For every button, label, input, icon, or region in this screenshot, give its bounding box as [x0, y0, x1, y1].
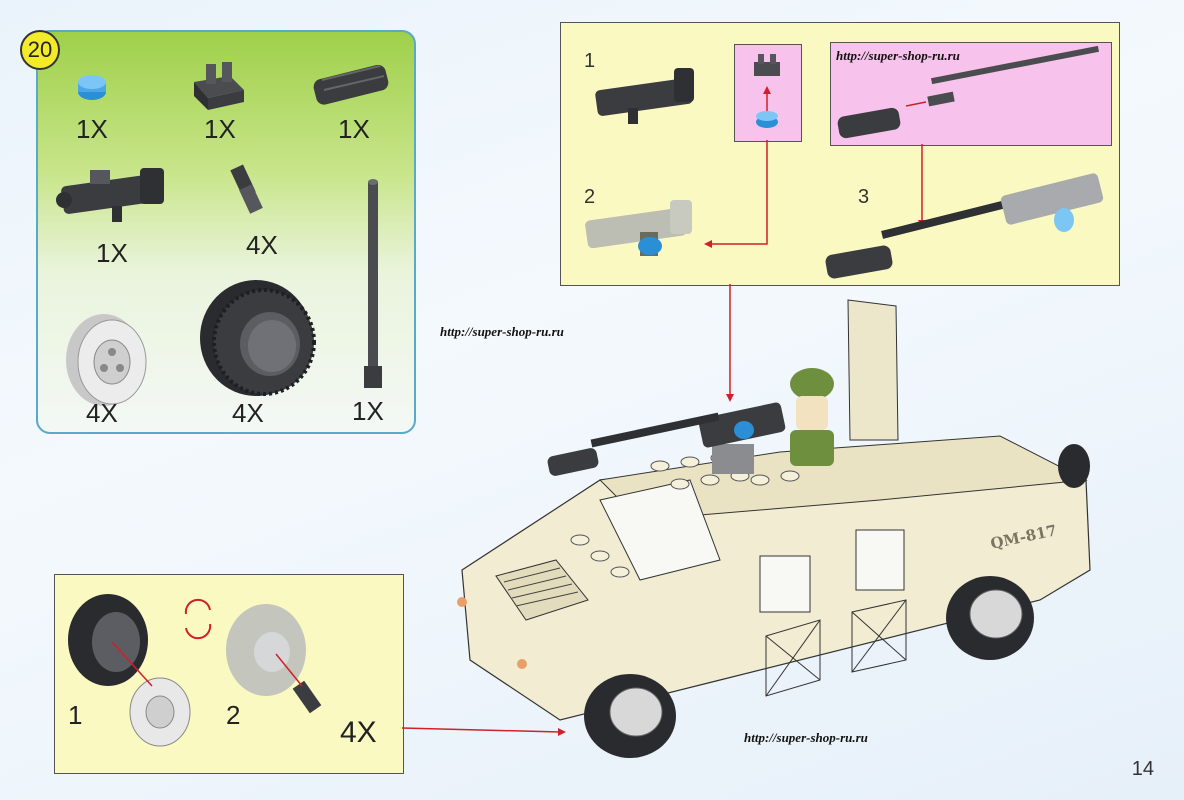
- assembled-gun-icon: [825, 173, 1104, 279]
- sub-step-1: 1: [584, 50, 596, 72]
- wheel-assembly-icons: [68, 594, 322, 747]
- blue-plate-small-icon: [756, 111, 778, 128]
- truck-illustration: [457, 299, 1091, 758]
- watermark-url: http://super-shop-ru.ru: [744, 730, 868, 745]
- wheel-step-2: 2: [226, 700, 241, 730]
- qty-gun-body: 1X: [96, 238, 128, 268]
- clip-plate-icon: [194, 62, 244, 110]
- wheel-step-1: 1: [68, 700, 83, 730]
- clip-small-icon: [754, 54, 780, 76]
- barrel-sleeve-step-icon: [837, 45, 1100, 139]
- sub-step-3: 3: [858, 186, 870, 208]
- watermark-url: http://super-shop-ru.ru: [440, 324, 564, 339]
- gun-barrel-sleeve-icon: [313, 64, 389, 105]
- connector-pin-icon: [230, 164, 263, 214]
- qty-wheel-rim: 4X: [86, 398, 118, 428]
- qty-long-bar: 1X: [352, 396, 384, 426]
- qty-blue-plate: 1X: [76, 114, 108, 144]
- wheel-qty: 4X: [340, 716, 377, 749]
- watermark-url: http://super-shop-ru.ru: [836, 48, 960, 63]
- qty-barrel-sleeve: 1X: [338, 114, 370, 144]
- tire-icon: [200, 280, 316, 396]
- step-number-badge: 20: [20, 30, 60, 70]
- wheel-rim-icon: [66, 314, 147, 406]
- gun-body-icon: [56, 168, 164, 222]
- blue-round-plate-icon: [78, 75, 106, 100]
- qty-connector-pin: 4X: [246, 230, 278, 260]
- page-number: 14: [1131, 758, 1154, 780]
- qty-clip-plate: 1X: [204, 114, 236, 144]
- gun-body-step1-icon: [595, 68, 694, 124]
- qty-tire: 4X: [232, 398, 264, 428]
- sub-step-2: 2: [584, 186, 596, 208]
- long-bar-icon: [364, 179, 382, 388]
